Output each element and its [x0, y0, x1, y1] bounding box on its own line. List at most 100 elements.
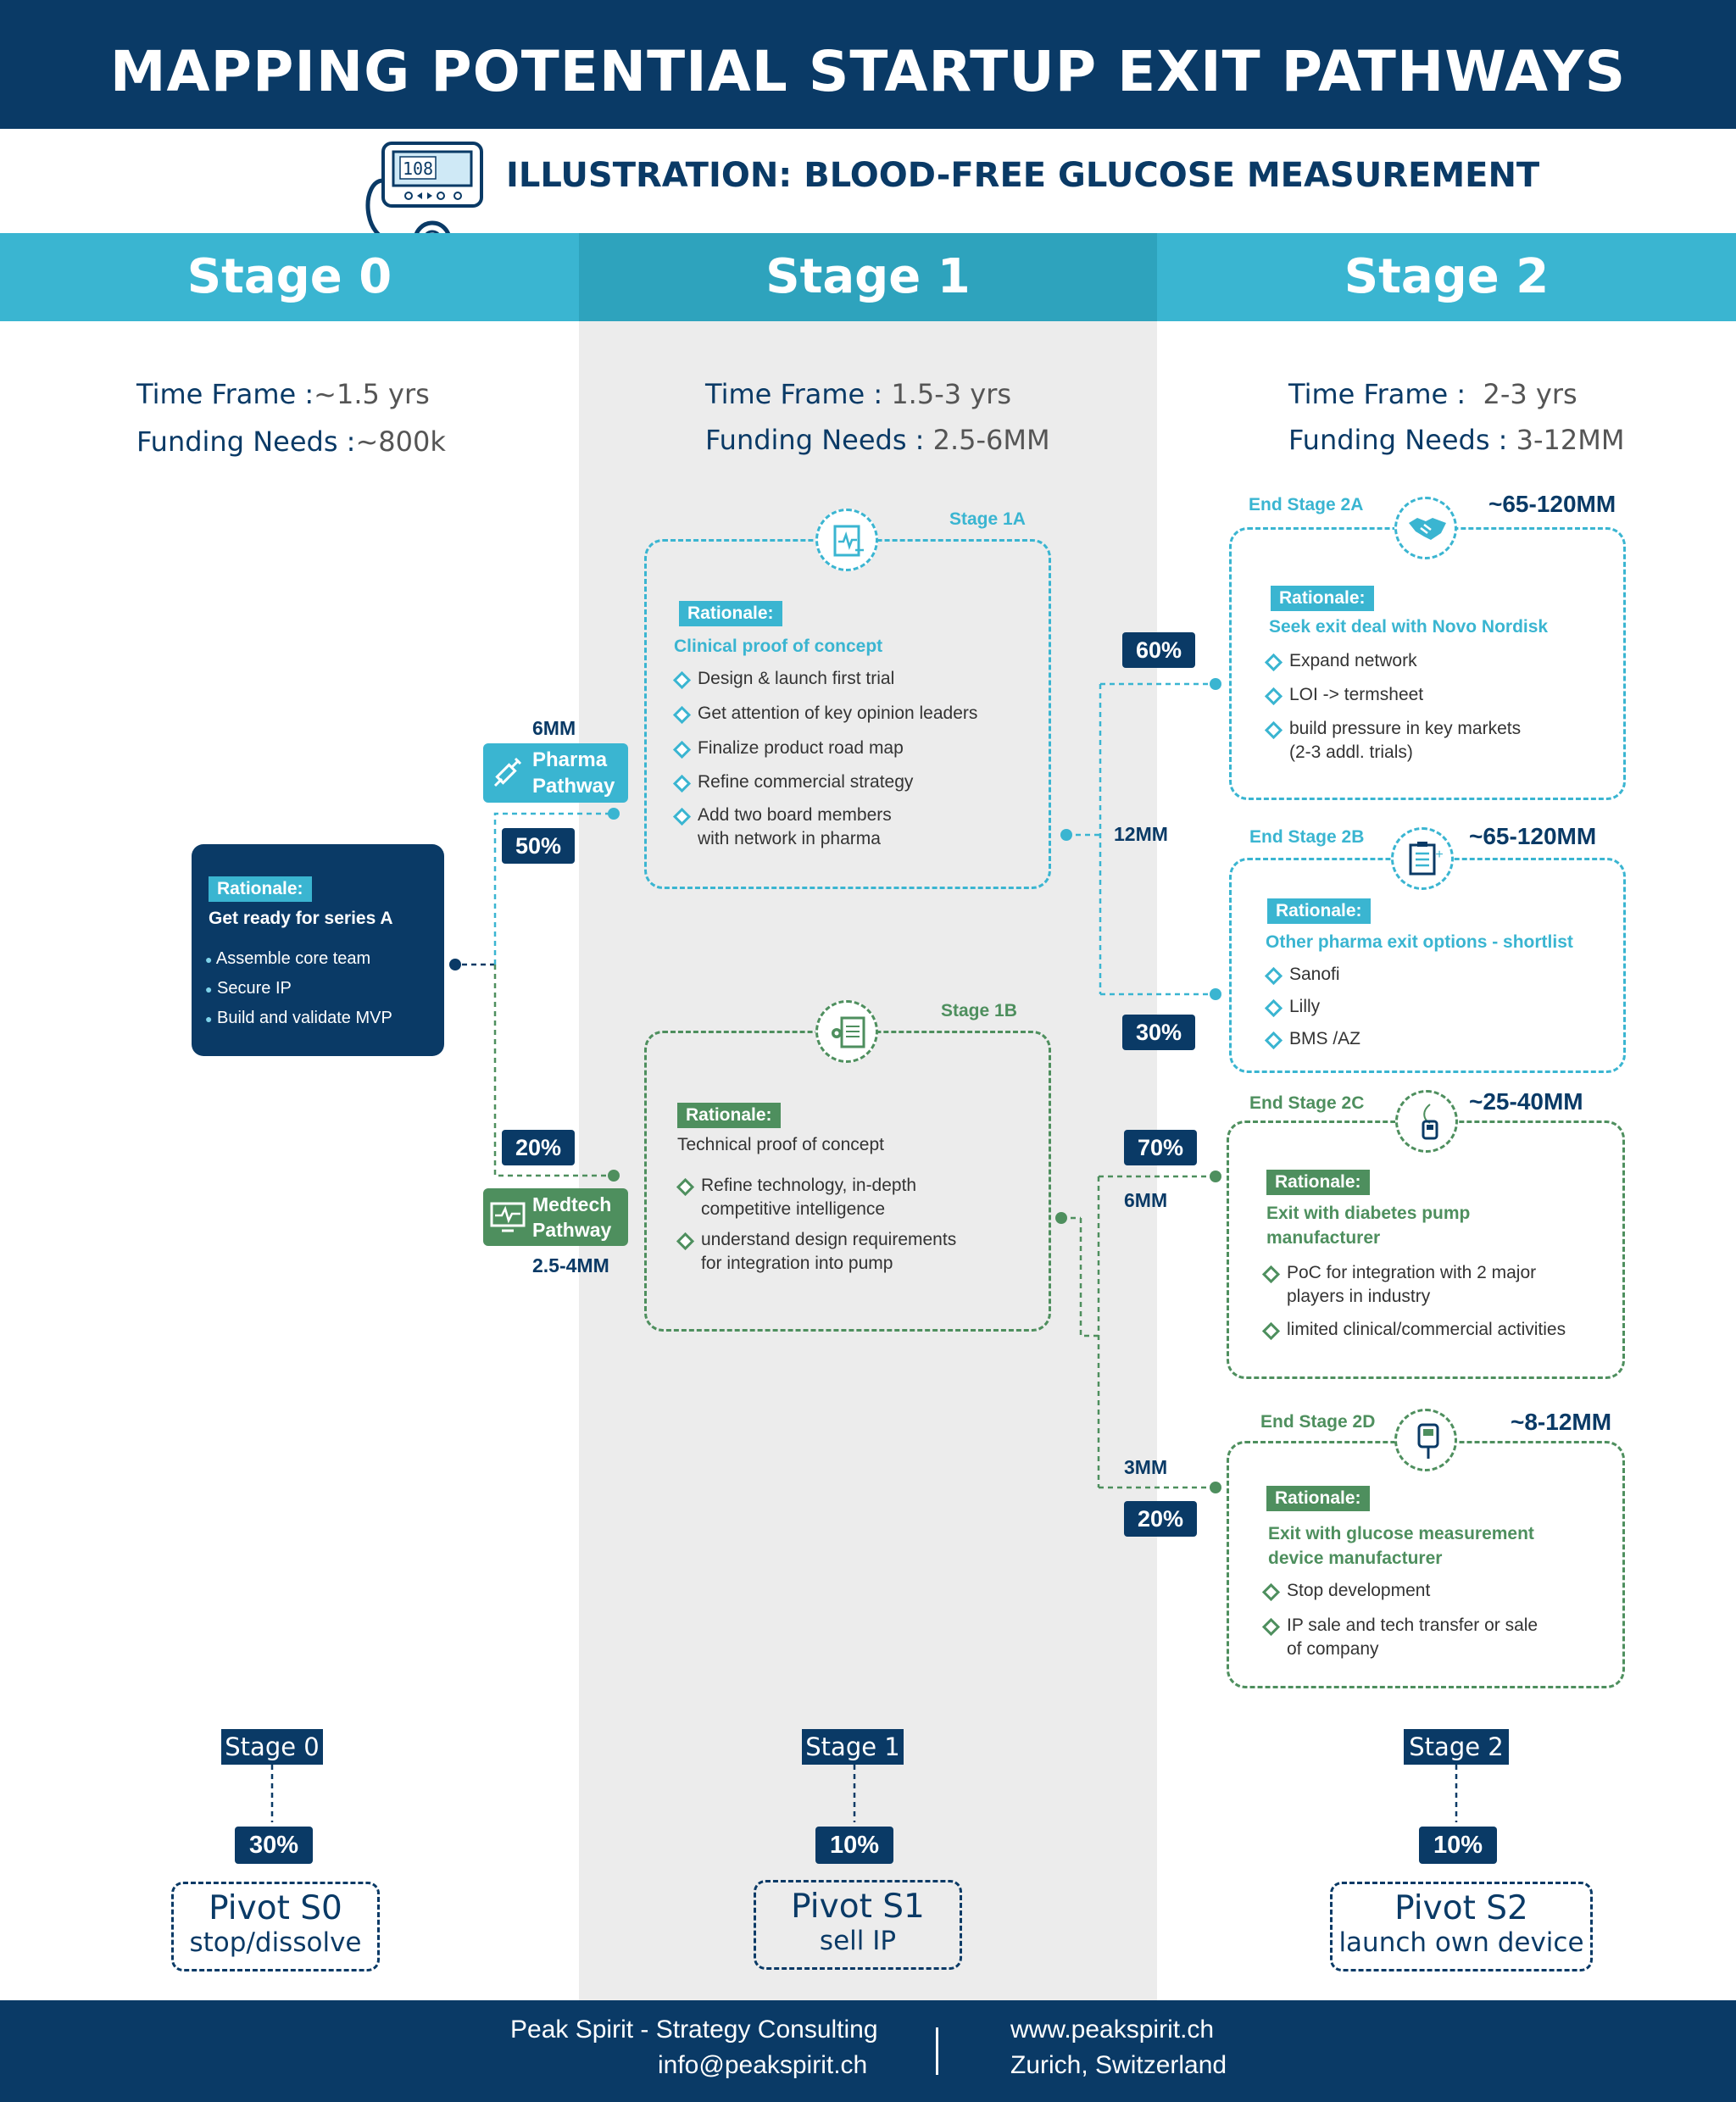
pivot-s0-name: Pivot S0: [209, 1889, 342, 1927]
list-item: Sanofi: [1264, 963, 1360, 987]
end-stage-2a-label: End Stage 2A: [1249, 495, 1364, 514]
end-2b-heading: Other pharma exit options - shortlist: [1266, 932, 1573, 952]
stage-1b-box: Rationale: Technical proof of concept Re…: [644, 1031, 1051, 1332]
rationale-tag: Rationale:: [1266, 1486, 1370, 1511]
stage-1a-label: Stage 1A: [949, 509, 1026, 529]
stage-1a-bullets: Design & launch first trial Get attentio…: [672, 667, 977, 851]
end-2d-value: ~8-12MM: [1511, 1409, 1612, 1435]
list-item: build pressure in key markets(2-3 addl. …: [1264, 717, 1521, 765]
pivot-s0-stage-label: Stage 0: [221, 1729, 323, 1765]
handshake-icon: [1409, 518, 1446, 540]
end-2b-value: ~65-120MM: [1469, 823, 1597, 849]
list-item: Finalize product road map: [672, 737, 977, 760]
stage-1b-heading: Technical proof of concept: [677, 1135, 884, 1154]
end-2d-bullets: Stop development IP sale and tech transf…: [1261, 1579, 1538, 1661]
insulin-pump-icon: [1422, 1104, 1438, 1140]
pivot-s1-desc: sell IP: [819, 1926, 897, 1956]
stage-0-heading: Get ready for series A: [209, 909, 393, 928]
page-subtitle: ILLUSTRATION: BLOOD-FREE GLUCOSE MEASURE…: [506, 156, 1540, 195]
list-item: limited clinical/commercial activities: [1261, 1318, 1566, 1342]
end-2c-value: ~25-40MM: [1469, 1088, 1583, 1115]
stage-2-funding: Funding Needs : 3-12MM: [1288, 424, 1625, 456]
list-item: ● Secure IP: [205, 979, 292, 998]
svg-text:+: +: [1435, 848, 1443, 862]
stage-1b-icon-circle: [815, 1000, 878, 1063]
end-2c-probability: 70%: [1124, 1130, 1197, 1165]
pivot-s0-desc: stop/dissolve: [189, 1927, 362, 1958]
pivot-s1-name: Pivot S1: [791, 1888, 925, 1926]
rationale-tag: Rationale:: [1271, 586, 1374, 611]
heart-monitor-icon: [490, 1202, 526, 1232]
end-stage-2b-label: End Stage 2B: [1249, 827, 1365, 847]
end-2a-icon-circle: [1394, 497, 1457, 559]
stage-1a-heading: Clinical proof of concept: [674, 637, 883, 656]
end-2d-icon-circle: [1394, 1409, 1457, 1471]
medtech-amount: 2.5-4MM: [532, 1254, 609, 1276]
pharma-probability: 50%: [502, 828, 575, 864]
list-item: Refine commercial strategy: [672, 770, 977, 794]
end-stage-2a-box: Rationale: Seek exit deal with Novo Nord…: [1229, 527, 1626, 800]
svg-text:108: 108: [403, 158, 433, 179]
end-stage-2d-box: Rationale: Exit with glucose measurement…: [1227, 1441, 1625, 1688]
pivot-s0-probability: 30%: [235, 1827, 313, 1864]
stage-0-rationale-box: Rationale: Get ready for series A ● Asse…: [192, 844, 444, 1056]
end-2b-probability: 30%: [1122, 1015, 1195, 1050]
stage-0-header: Stage 0: [0, 233, 579, 321]
page-title: MAPPING POTENTIAL STARTUP EXIT PATHWAYS: [109, 39, 1627, 104]
end-2b-bullets: Sanofi Lilly BMS /AZ: [1264, 963, 1360, 1051]
pivot-s1-stage-label: Stage 1: [802, 1729, 904, 1765]
footer-location: Zurich, Switzerland: [1010, 2051, 1227, 2079]
stage-1b-label: Stage 1B: [941, 1001, 1017, 1020]
end-2a-heading: Seek exit deal with Novo Nordisk: [1269, 617, 1549, 637]
footer-bar: [0, 2000, 1736, 2102]
list-item: Stop development: [1261, 1579, 1538, 1603]
pivot-s2-box: Pivot S2 launch own device: [1330, 1882, 1593, 1971]
list-item: Get attention of key opinion leaders: [672, 702, 977, 726]
list-item: BMS /AZ: [1264, 1027, 1360, 1051]
end-2d-amount: 3MM: [1124, 1456, 1168, 1478]
stage-1-funding: Funding Needs : 2.5-6MM: [705, 424, 1050, 456]
stage-1a-amount: 12MM: [1114, 823, 1168, 845]
rationale-tag: Rationale:: [1267, 898, 1371, 924]
footer-company: Peak Spirit - Strategy Consulting: [510, 2016, 878, 2044]
pharma-amount: 6MM: [532, 717, 576, 739]
stage-0-funding: Funding Needs :~800k: [136, 425, 446, 458]
end-stage-2b-box: Rationale: Other pharma exit options - s…: [1229, 858, 1626, 1073]
end-2b-icon-circle: +: [1391, 827, 1454, 890]
pivot-s1-box: Pivot S1 sell IP: [754, 1880, 962, 1970]
glucose-meter-icon: [1417, 1423, 1439, 1459]
list-item: ● Assemble core team: [205, 949, 371, 968]
checklist-icon: +: [1409, 842, 1444, 876]
pivot-s2-probability: 10%: [1419, 1827, 1497, 1864]
end-2d-probability: 20%: [1124, 1501, 1197, 1537]
stage-0-timeframe: Time Frame :~1.5 yrs: [136, 378, 430, 410]
stage-0-bullets: ● Assemble core team ● Secure IP ● Build…: [205, 944, 392, 1033]
footer-email[interactable]: info@peakspirit.ch: [658, 2051, 868, 2079]
end-2c-amount: 6MM: [1124, 1189, 1168, 1211]
pivot-s2-stage-label: Stage 2: [1404, 1729, 1509, 1765]
stage-1-header: Stage 1: [579, 233, 1157, 321]
footer-divider: [936, 2027, 938, 2075]
footer-website[interactable]: www.peakspirit.ch: [1010, 2016, 1215, 2044]
stage-2-timeframe: Time Frame : 2-3 yrs: [1288, 378, 1577, 410]
rationale-tag: Rationale:: [209, 876, 312, 902]
list-item: Expand network: [1264, 649, 1521, 673]
stage-1-timeframe: Time Frame : 1.5-3 yrs: [705, 378, 1012, 410]
rationale-tag: Rationale:: [679, 601, 782, 626]
clipboard-gear-icon: [832, 1016, 865, 1048]
clipboard-chart-icon: [833, 525, 864, 557]
list-item: LOI -> termsheet: [1264, 683, 1521, 707]
